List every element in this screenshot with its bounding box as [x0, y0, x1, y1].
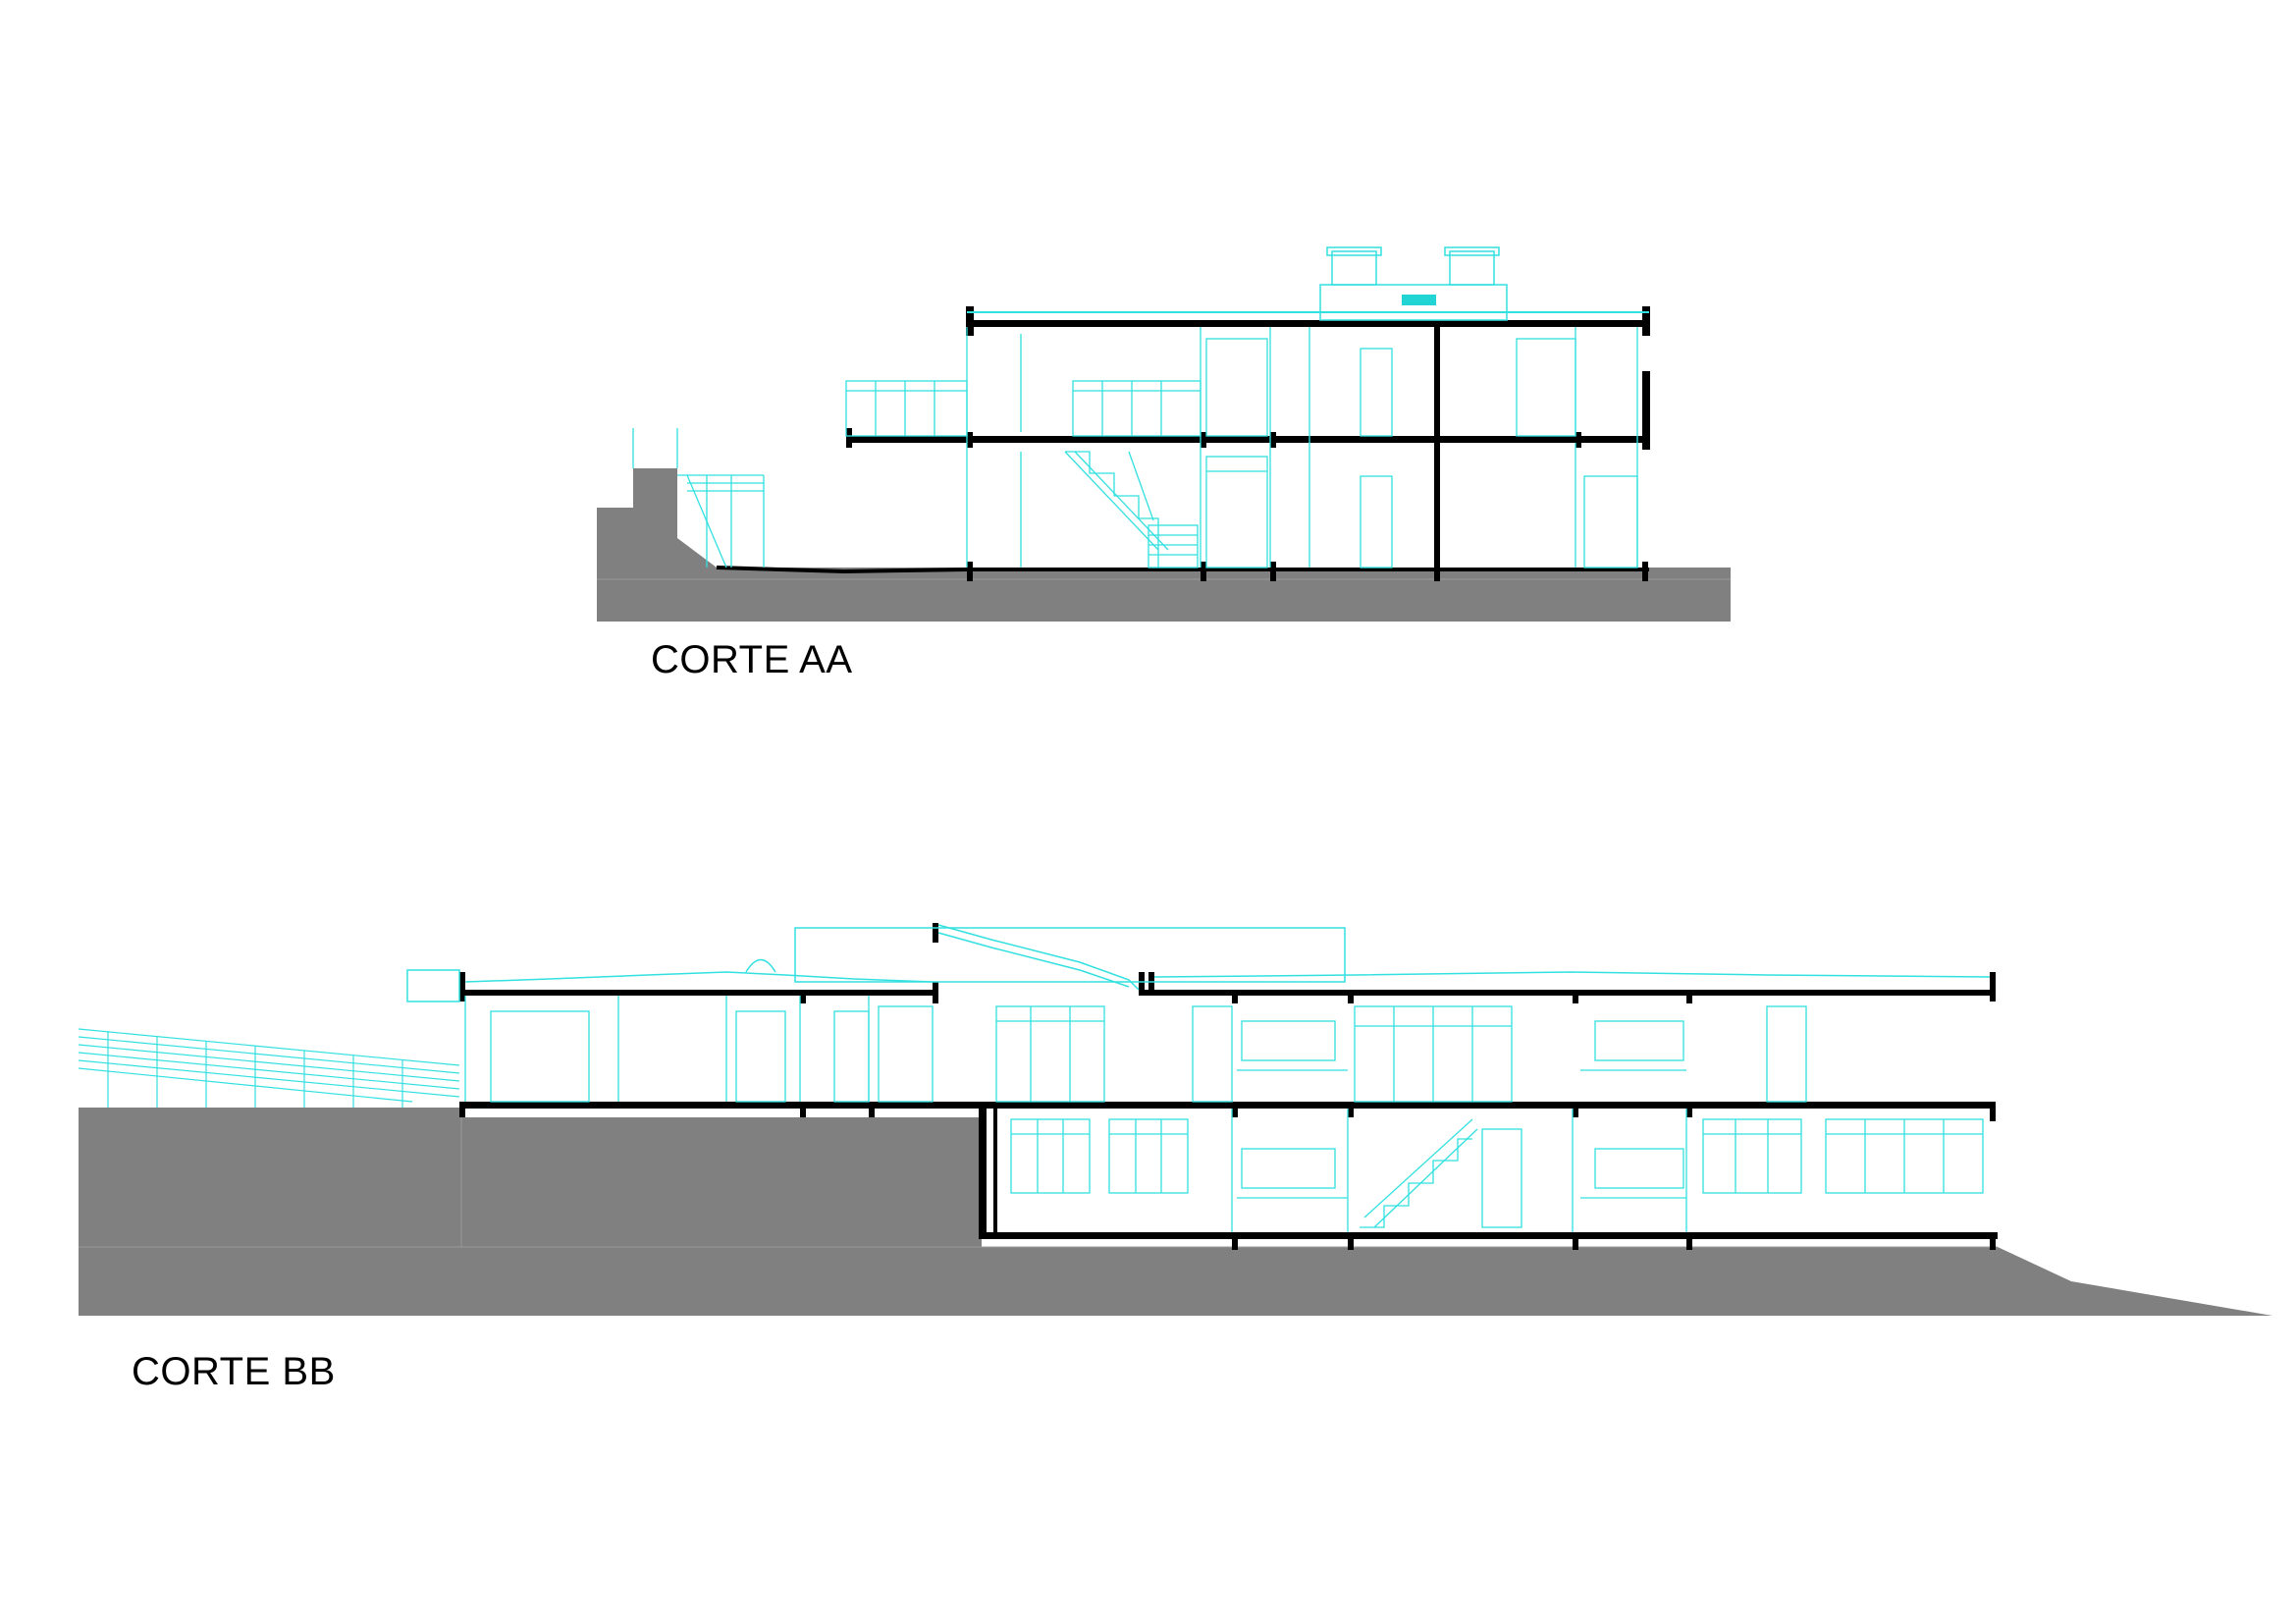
section-aa-column-stubs	[967, 432, 1648, 581]
section-bb-drawing	[78, 923, 2272, 1316]
section-aa-roof-end-r	[1642, 306, 1650, 336]
section-aa-floor-slab	[846, 436, 1649, 443]
section-bb-retaining-wall	[979, 1105, 987, 1239]
section-aa-roof-units	[1326, 246, 1500, 286]
section-aa-column	[1434, 327, 1440, 568]
section-bb-upper-interior	[464, 996, 1807, 1103]
section-bb-floor-slab	[459, 1102, 1996, 1109]
section-bb-roof-ends	[459, 923, 1996, 1121]
section-bb-roof-left	[459, 990, 938, 996]
section-aa-balcony	[845, 380, 968, 437]
section-aa-drawing	[597, 246, 1731, 622]
section-aa-roof-end-l	[966, 306, 974, 336]
section-bb-roof-profile	[406, 924, 1991, 1002]
section-bb-base-slab	[982, 1232, 1998, 1239]
section-bb-lower-interior	[1010, 1109, 1984, 1232]
section-aa-floor-end-r	[1642, 371, 1650, 450]
section-bb-access-ramp	[78, 1028, 460, 1108]
section-aa-floor-end-l	[846, 428, 852, 448]
section-aa-ground	[597, 468, 1731, 622]
section-aa-title: CORTE AA	[651, 638, 853, 681]
section-bb-column-stubs	[459, 972, 1996, 1250]
section-aa-interior-lines	[966, 327, 1638, 568]
section-bb-roof-right	[1139, 990, 1996, 996]
section-aa-roof-box	[1319, 284, 1508, 321]
section-bb-ground	[79, 1108, 2272, 1316]
section-aa-grade	[716, 566, 1649, 574]
section-aa-ramp-rail	[632, 428, 765, 568]
section-aa-roof-slab	[967, 320, 1649, 327]
section-aa-skylight	[1402, 295, 1436, 305]
section-bb-retaining-wall-2	[993, 1109, 997, 1232]
section-bb-title: CORTE BB	[132, 1350, 336, 1393]
